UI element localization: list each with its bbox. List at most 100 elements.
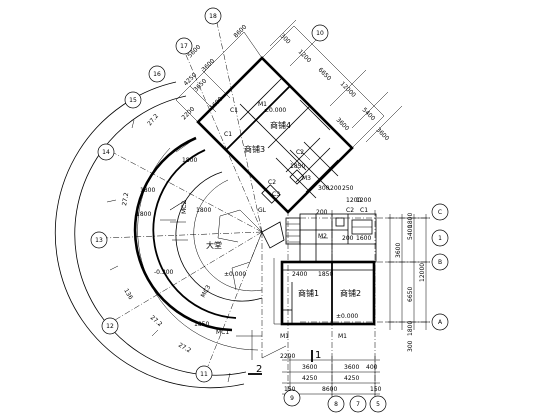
grid-bubble-B: B — [431, 253, 449, 271]
grid-bubble-1: 1 — [431, 229, 449, 247]
dim-diag-2200: 2200 — [180, 106, 196, 122]
room-label-shop1: 商铺1 — [298, 288, 319, 298]
tag-c1c: C1 — [360, 207, 368, 214]
level-shop2: ±0.000 — [336, 313, 358, 320]
orthogonal-block — [273, 213, 377, 326]
dim-int-200a: 200 — [342, 235, 354, 242]
tag-mc3: MC3 — [200, 284, 213, 299]
svg-text:7: 7 — [356, 401, 360, 408]
dim-right-12000: 12000 — [419, 263, 426, 282]
arc-angle-1: 27.2 — [146, 112, 160, 127]
svg-text:17: 17 — [180, 43, 188, 50]
dim-int-200c: 200 — [316, 209, 328, 216]
dim-int-1850c: 1850 — [194, 321, 209, 328]
dim-bottom-3600a: 3600 — [302, 364, 317, 371]
dim-diag-6650: 6650 — [317, 66, 333, 82]
dim-int-200b: 200 — [330, 185, 342, 192]
svg-text:12: 12 — [106, 323, 114, 330]
grid-bubble-12: 12 — [101, 317, 119, 335]
grid-bubble-14: 14 — [97, 143, 115, 161]
room-label-shop4: 商铺4 — [270, 120, 291, 130]
grid-bubble-8: 8 — [327, 395, 345, 413]
level-shop4: ±0.000 — [264, 107, 286, 114]
grid-bubble-17: 17 — [175, 37, 193, 55]
dim-bottom-150b: 150 — [284, 386, 296, 393]
dim-right-6650: 6650 — [407, 287, 414, 302]
dim-right-1800b: 1800 — [407, 321, 414, 336]
tag-c1a: C1 — [230, 107, 238, 114]
tag-m1a: M1 — [258, 101, 267, 108]
dim-int-1200: 1200 — [356, 197, 371, 204]
svg-text:5: 5 — [376, 401, 380, 408]
level-arc: -0.300 — [154, 269, 174, 276]
arc-angle-5: 136 — [122, 288, 134, 302]
room-label-shop2: 商铺2 — [340, 288, 361, 298]
grid-bubble-C: C — [431, 203, 449, 221]
tag-mc2: MC2 — [181, 201, 188, 214]
grid-bubble-16: 16 — [148, 65, 166, 83]
tag-m1b: M1 — [280, 333, 289, 340]
dim-int-1800c: 1800 — [136, 211, 151, 218]
grid-bubble-9: 9 — [283, 389, 301, 407]
svg-text:18: 18 — [209, 13, 217, 20]
tag-c2a: C2 — [268, 179, 276, 186]
dim-int-1850a: 1850 — [318, 271, 333, 278]
dim-bottom-150a: 150 — [370, 386, 382, 393]
dim-bottom-8600: 8600 — [322, 386, 337, 393]
grid-bubble-5: 5 — [369, 395, 387, 413]
dim-diag-5400: 5400 — [361, 106, 377, 122]
level-lobby: ±0.000 — [224, 271, 246, 278]
diagonal-wing — [175, 19, 403, 214]
dim-right-5400: 5400 — [407, 225, 414, 240]
tag-gl: GL — [258, 207, 267, 214]
dim-right-3600: 3600 — [395, 243, 402, 258]
dim-diag-3600b: 3600 — [335, 116, 351, 132]
dim-bottom-2200: 2200 — [280, 353, 295, 360]
arc-angle-4: 27.2 — [177, 342, 192, 355]
arc-dimension-lines — [54, 81, 259, 389]
dim-int-1200b: 1200 — [346, 197, 361, 204]
dim-int-1800a: 1800 — [196, 207, 211, 214]
dim-int-1850b: 1850 — [290, 163, 305, 170]
grid-bubble-18: 18 — [204, 7, 222, 25]
dim-bottom-400: 400 — [366, 364, 378, 371]
tag-mc1: MC1 — [216, 329, 229, 336]
arc-angle-2: 27.2 — [121, 192, 130, 207]
dimension-lines — [236, 214, 430, 398]
grid-bubble-11: 11 — [195, 365, 213, 383]
dim-diag-3600c: 3600 — [200, 58, 216, 74]
svg-text:A: A — [438, 319, 443, 326]
grid-bubble-10: 10 — [311, 24, 329, 42]
dim-right-300: 300 — [407, 340, 414, 352]
dim-int-300: 300 — [318, 185, 330, 192]
dim-bottom-4250b: 4250 — [344, 375, 359, 382]
svg-text:B: B — [438, 259, 442, 266]
room-label-shop3: 商铺3 — [244, 144, 265, 154]
svg-text:15: 15 — [129, 97, 137, 104]
dim-int-250: 250 — [342, 185, 354, 192]
tag-m3: M3 — [302, 175, 311, 182]
svg-text:10: 10 — [316, 30, 324, 37]
svg-text:16: 16 — [153, 71, 161, 78]
grid-bubble-7: 7 — [349, 395, 367, 413]
svg-text:1: 1 — [438, 235, 442, 242]
section-mark-1: 1 — [315, 350, 321, 361]
grid-bubble-A: A — [431, 313, 449, 331]
tag-c3: C3 — [272, 191, 280, 198]
dim-int-1800b: 1800 — [140, 187, 155, 194]
dim-diag-8600: 8600 — [232, 24, 248, 40]
curved-walls — [133, 136, 263, 332]
tag-c2b: C2 — [346, 207, 354, 214]
dim-int-1800d: 1800 — [182, 157, 197, 164]
dim-int-2400: 2400 — [292, 271, 307, 278]
svg-text:8: 8 — [334, 401, 338, 408]
tag-m1c: M1 — [338, 333, 347, 340]
lobby-features — [160, 199, 285, 291]
dim-diag-300: 300 — [279, 32, 292, 45]
section-mark-2: 2 — [256, 364, 262, 375]
dim-int-1600: 1600 — [356, 235, 371, 242]
svg-text:9: 9 — [290, 395, 294, 402]
svg-text:14: 14 — [102, 149, 110, 156]
dim-bottom-3600b: 3600 — [344, 364, 359, 371]
